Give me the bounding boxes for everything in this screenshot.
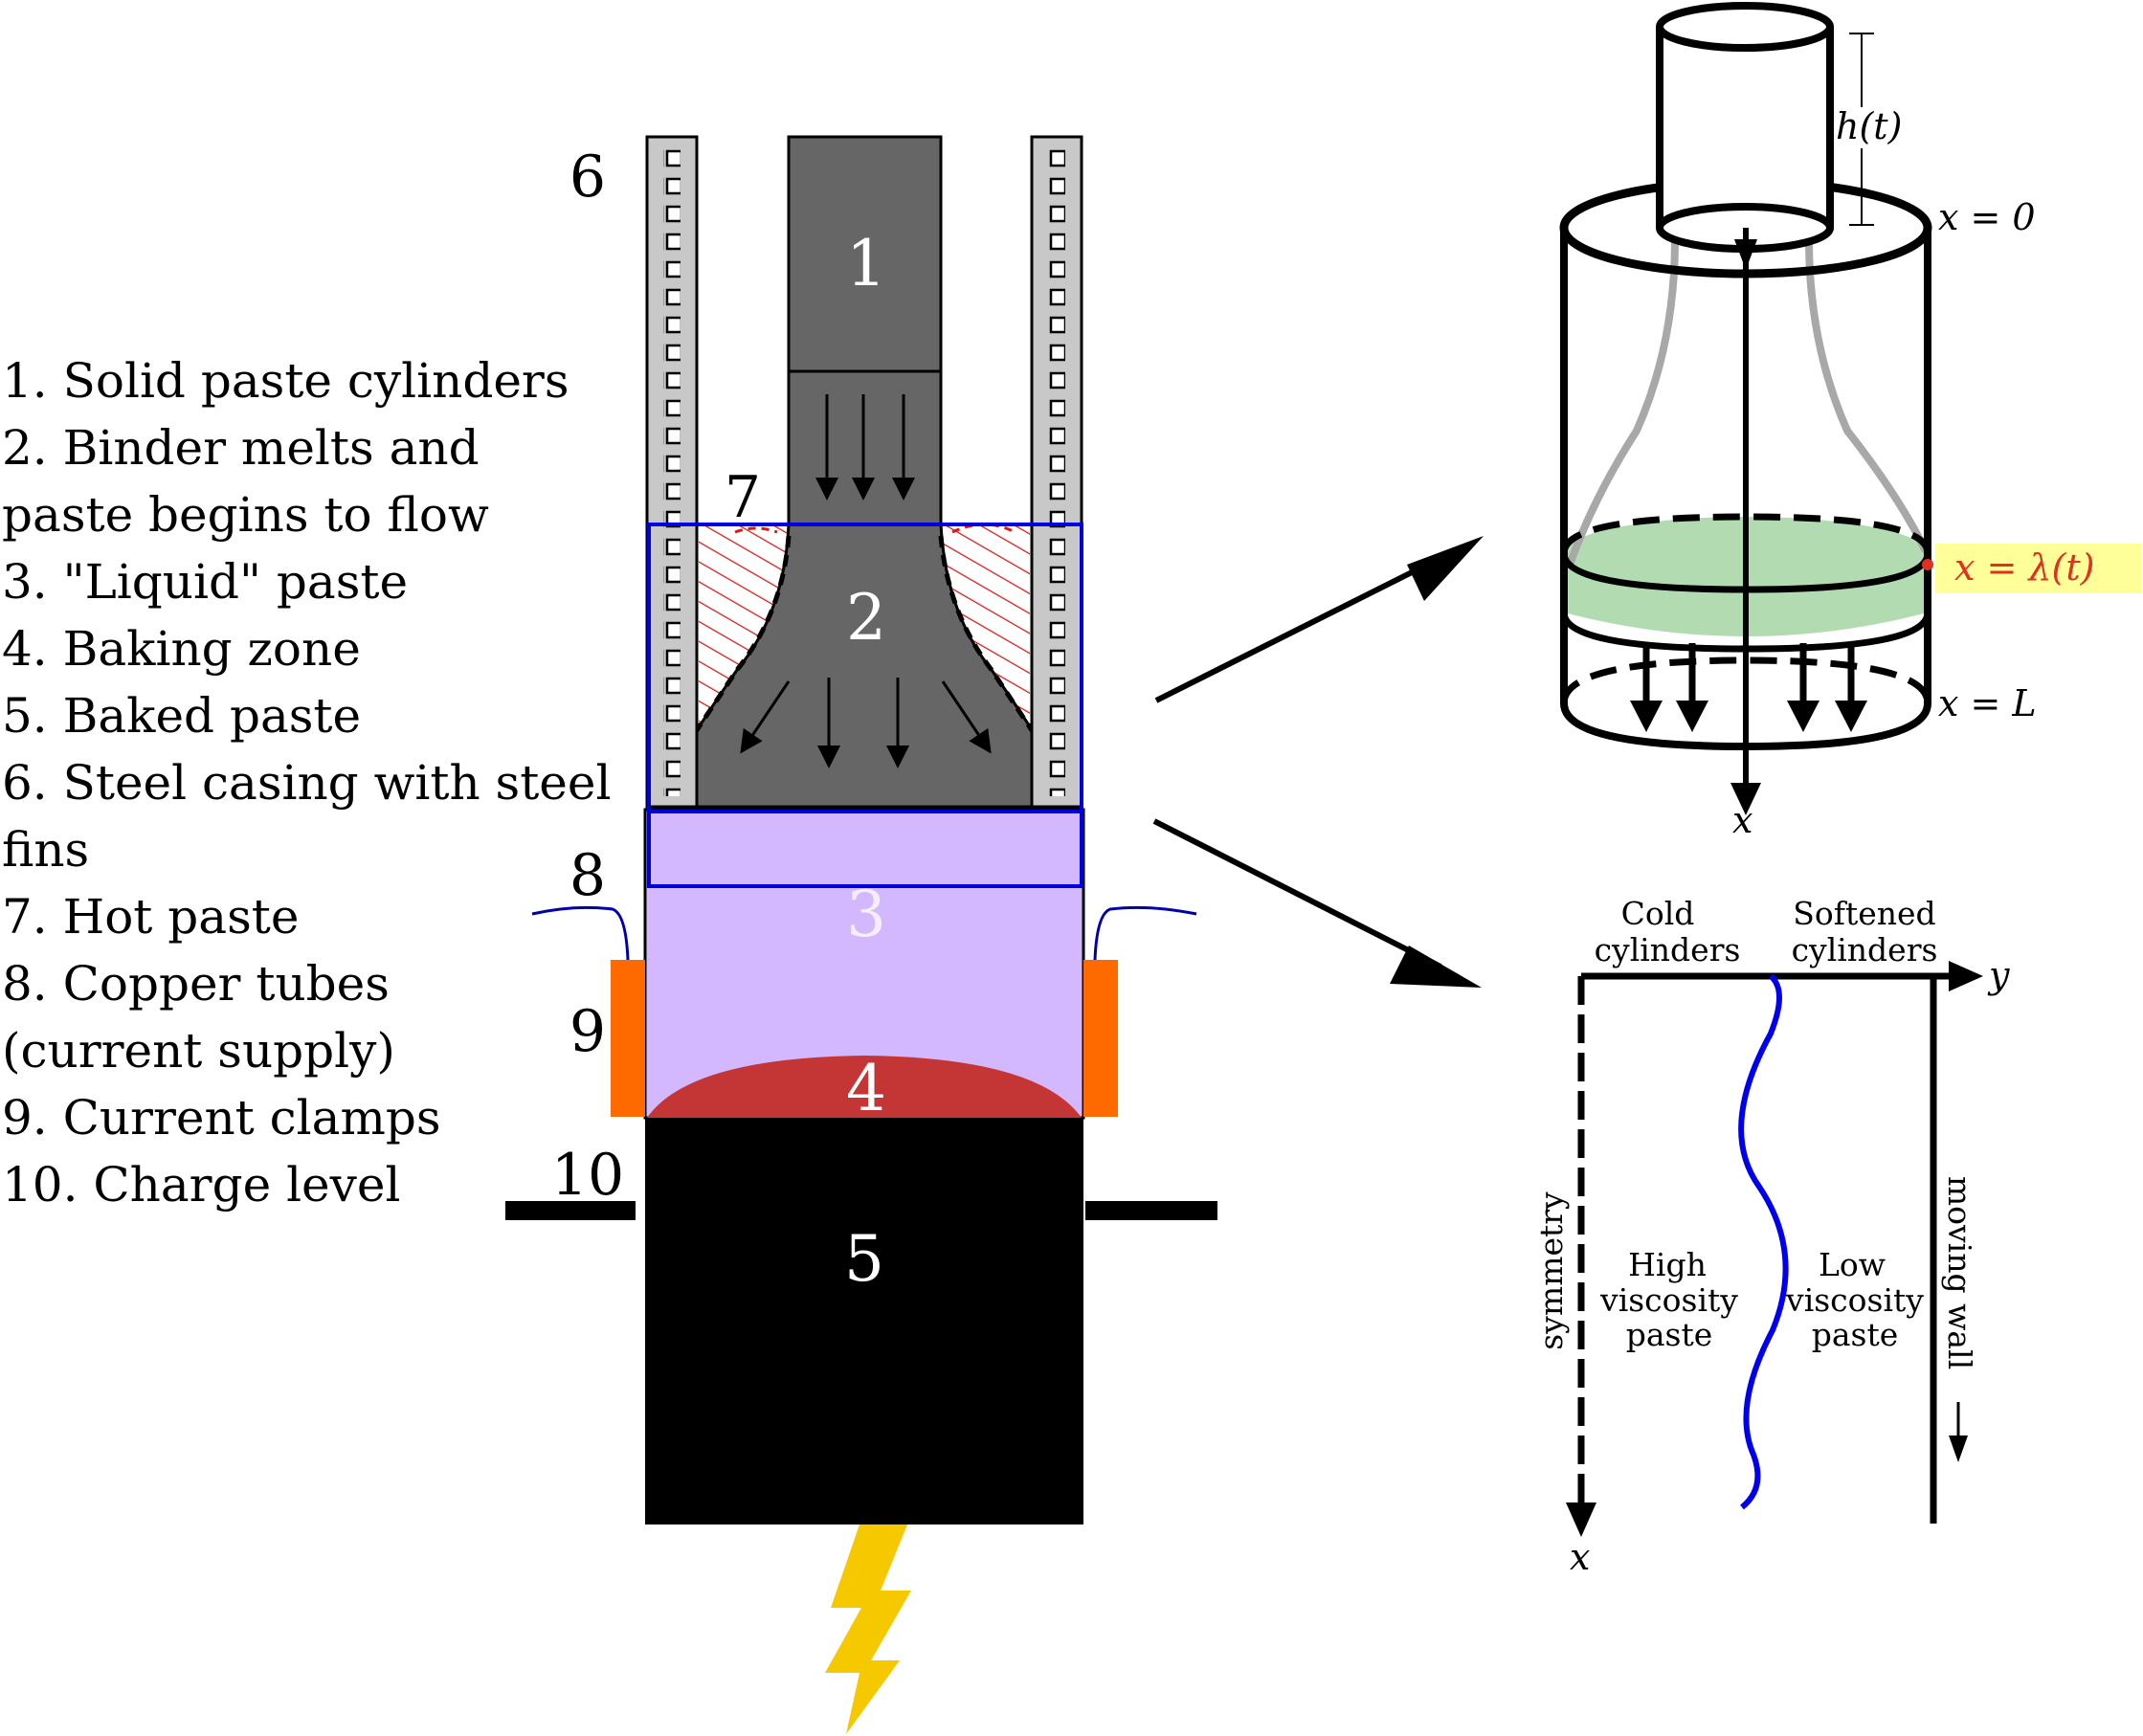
cylinder-model: h(t) x = 0 x = λ(t) x = L x [1559, 2, 2141, 841]
melt-front-point [1922, 559, 1933, 570]
outflow-arrows [1630, 643, 1867, 732]
cold-label-1: Cold [1621, 895, 1695, 932]
legend-line-12: 9. Current clamps [2, 1090, 441, 1146]
legend-line-3: paste begins to flow [2, 487, 489, 543]
fins-right [1048, 149, 1065, 796]
legend-line-13: 10. Charge level [2, 1157, 400, 1213]
copper-tube-left [531, 905, 630, 961]
low-label-1: Low [1819, 1246, 1886, 1283]
zoom-arrows [1152, 536, 1484, 988]
cylinder-x-axis-label: x [1732, 799, 1752, 841]
label-5: 5 [844, 1222, 884, 1296]
label-2: 2 [846, 581, 886, 655]
legend-line-7: 6. Steel casing with steel [2, 755, 611, 811]
label-3: 3 [846, 878, 886, 951]
legend-line-1: 1. Solid paste cylinders [2, 353, 569, 409]
legend: 1. Solid paste cylinders 2. Binder melts… [2, 353, 611, 1213]
softening-curve-left [1566, 238, 1679, 567]
x0-label: x = 0 [1938, 196, 2036, 238]
h-label: h(t) [1836, 105, 1902, 147]
legend-line-4: 3. "Liquid" paste [2, 554, 408, 610]
copper-tube-right [1093, 905, 1197, 961]
baked-paste [645, 1118, 1083, 1525]
low-label-3: paste [1812, 1316, 1899, 1353]
charge-level-left [505, 1201, 636, 1220]
label-6: 6 [569, 144, 606, 211]
high-label-2: viscosity [1599, 1281, 1738, 1319]
xlambda-label: x = λ(t) [1954, 546, 2094, 589]
highlight-box [1935, 544, 2141, 593]
y-axis-label: y [1987, 954, 2010, 996]
label-4: 4 [846, 1052, 886, 1125]
electrode: 1 2 3 4 5 6 7 8 9 10 [505, 135, 1217, 1734]
zoom-box [647, 523, 1083, 888]
flow-arrows [740, 394, 992, 768]
high-label-3: paste [1626, 1316, 1713, 1353]
label-1: 1 [846, 227, 886, 300]
label-9: 9 [569, 998, 606, 1065]
inner-cylinder-top [1656, 2, 1834, 52]
charge-level-right [1085, 1201, 1217, 1220]
baking-zone [647, 1056, 1082, 1118]
soft-label-1: Softened [1793, 895, 1935, 932]
interface-curve [1738, 973, 1789, 1510]
cold-label-2: cylinders [1595, 931, 1741, 968]
current-clamp-left [611, 960, 645, 1117]
legend-line-5: 4. Baking zone [2, 621, 361, 677]
legend-line-8: fins [2, 822, 89, 878]
legend-line-6: 5. Baked paste [2, 688, 361, 744]
legend-line-11: (current supply) [2, 1023, 395, 1079]
flow-model: y x Cold cylinders Softened cylinders Hi… [1532, 895, 2010, 1578]
legend-line-2: 2. Binder melts and [2, 420, 480, 476]
current-clamp-right [1083, 960, 1118, 1117]
legend-line-10: 8. Copper tubes [2, 956, 390, 1012]
fins-left [663, 149, 681, 796]
hot-paste-edge-left [734, 526, 778, 534]
symmetry-label: symmetry [1532, 1191, 1570, 1350]
soft-label-2: cylinders [1792, 931, 1938, 968]
moving-wall-label: moving wall [1941, 1176, 1978, 1369]
low-label-2: viscosity [1785, 1281, 1924, 1319]
label-10: 10 [551, 1142, 624, 1209]
softening-curve-right [1805, 238, 1930, 553]
label-8: 8 [569, 842, 606, 909]
flow-x-axis-label: x [1570, 1536, 1590, 1578]
legend-line-9: 7. Hot paste [2, 889, 299, 945]
label-7: 7 [725, 464, 761, 531]
high-label-1: High [1628, 1246, 1707, 1283]
lightning-icon [825, 1525, 911, 1734]
xL-label: x = L [1938, 682, 2037, 724]
